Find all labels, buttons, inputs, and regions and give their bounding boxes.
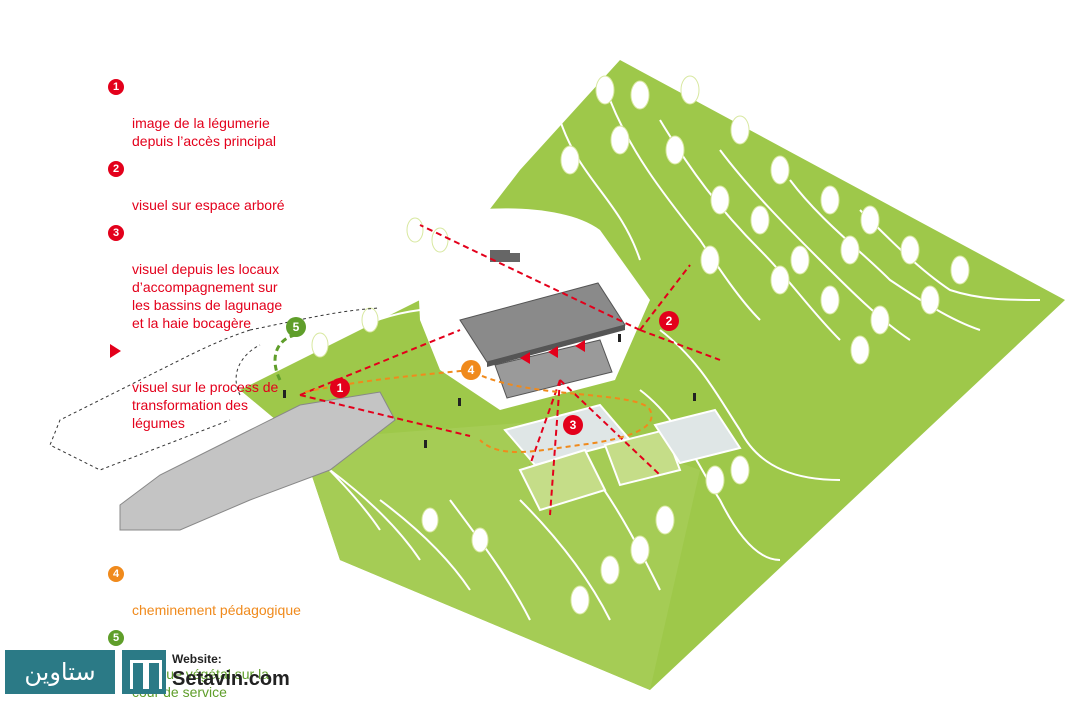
brand-arabic: ستاوين — [5, 650, 115, 694]
legend-badge-3: 3 — [108, 225, 124, 241]
legend-item-4: 4 cheminement pédagogique — [108, 565, 368, 619]
website-label: Website: — [172, 652, 222, 666]
marker-3: 3 — [563, 415, 583, 435]
legend-text-4: cheminement pédagogique — [132, 602, 301, 618]
legend-badge-1: 1 — [108, 79, 124, 95]
marker-1: 1 — [330, 378, 350, 398]
setavin-logo-icon — [122, 650, 166, 694]
legend-item-process: visuel sur le process de transformation … — [108, 342, 348, 432]
svg-text:4: 4 — [468, 363, 475, 377]
legend-badge-5: 5 — [108, 630, 124, 646]
legend-badge-2: 2 — [108, 161, 124, 177]
brand-watermark: ستاوين Website: Setavin.com — [0, 644, 300, 700]
marker-2: 2 — [659, 311, 679, 331]
truck-icon — [490, 250, 520, 262]
view-lines — [299, 224, 721, 516]
parking-structure — [119, 391, 396, 531]
vegetal-mask — [273, 333, 296, 381]
svg-text:5: 5 — [293, 320, 300, 334]
triangle-icon — [110, 344, 121, 358]
website-domain: Setavin.com — [172, 668, 290, 690]
svg-text:2: 2 — [666, 314, 673, 328]
svg-text:1: 1 — [337, 381, 344, 395]
people-icons — [283, 334, 696, 448]
legend-views: 1 image de la légumerie depuis l’accès p… — [108, 78, 348, 442]
process-triangles — [520, 340, 585, 364]
legend-text-3: visuel depuis les locaux d’accompagnemen… — [132, 261, 283, 331]
tree-canopy — [311, 75, 970, 615]
legend-item-1: 1 image de la légumerie depuis l’accès p… — [108, 78, 348, 150]
legend-item-3: 3 visuel depuis les locaux d’accompagnem… — [108, 224, 348, 332]
svg-text:3: 3 — [570, 418, 577, 432]
legend-text-1: image de la légumerie depuis l’accès pri… — [132, 115, 276, 149]
legend-item-2: 2 visuel sur espace arboré — [108, 160, 348, 214]
legend-badge-4: 4 — [108, 566, 124, 582]
legend-text-process: visuel sur le process de transformation … — [132, 379, 279, 431]
marker-4: 4 — [461, 360, 481, 380]
legend-text-2: visuel sur espace arboré — [132, 197, 285, 213]
marker-5: 5 — [286, 317, 306, 337]
access-road — [49, 307, 381, 471]
